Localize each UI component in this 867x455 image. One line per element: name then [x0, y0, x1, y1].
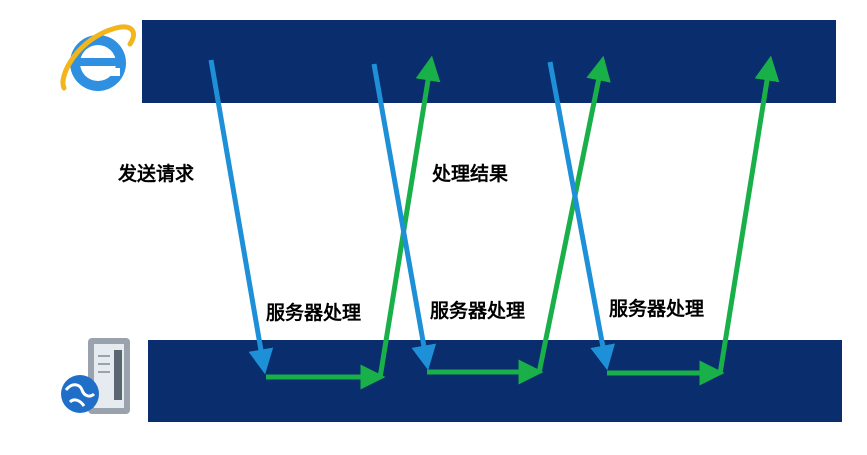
server-processing-label: 服务器处理 — [430, 300, 526, 322]
response-arrow — [536, 55, 611, 374]
send-request-label: 发送请求 — [118, 163, 195, 185]
server-globe-icon — [61, 338, 130, 414]
client-band — [142, 20, 836, 103]
process-result-label: 处理结果 — [432, 163, 509, 185]
server-processing-label: 服务器处理 — [609, 298, 705, 320]
request-arrow — [371, 63, 437, 371]
request-arrow — [208, 59, 274, 375]
server-processing-label: 服务器处理 — [266, 302, 362, 324]
response-arrow — [717, 55, 780, 375]
response-arrow — [377, 55, 441, 379]
internet-explorer-icon — [60, 24, 136, 91]
request-arrow — [547, 61, 616, 371]
